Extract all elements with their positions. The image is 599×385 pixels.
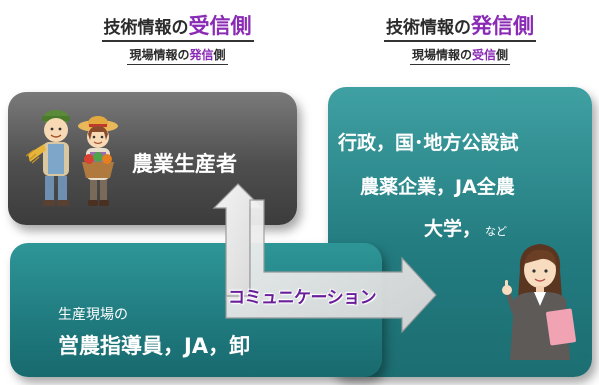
organization-line-2: 農薬企業，JA全農 xyxy=(360,176,515,198)
communication-label: コミュニケーション xyxy=(228,288,377,308)
organization-line-3-main: 大学， xyxy=(424,218,482,240)
left-header-subtitle: 現場情報の発信側 xyxy=(127,46,228,65)
right-header-title-emphasis: 発信側 xyxy=(471,14,534,38)
left-header-title: 技術情報の受信側 xyxy=(101,14,254,42)
businesswoman-illustration xyxy=(502,244,576,360)
right-header-title-prefix: 技術情報の xyxy=(386,18,471,38)
field-staff-subtitle: 生産現場の xyxy=(58,307,128,323)
farmer-label: 農業生産者 xyxy=(132,152,237,176)
arrow-to-organization xyxy=(225,199,437,334)
left-header-title-emphasis: 受信側 xyxy=(188,14,252,38)
right-header-subtitle-suffix: 側 xyxy=(496,48,509,62)
right-header-subtitle-prefix: 現場情報の xyxy=(411,48,472,62)
left-header-subtitle-prefix: 現場情報の xyxy=(129,48,190,62)
left-header-subtitle-suffix: 側 xyxy=(213,48,226,62)
organization-line-3: 大学，など xyxy=(424,214,507,241)
organization-line-1: 行政，国･地方公設試 xyxy=(338,132,519,154)
right-header-title: 技術情報の発信側 xyxy=(384,14,536,42)
left-header-subtitle-emphasis: 発信 xyxy=(189,48,214,62)
right-header: 技術情報の発信側 現場情報の受信側 xyxy=(360,14,560,65)
right-header-subtitle: 現場情報の受信側 xyxy=(409,46,511,65)
organization-line-3-suffix: など xyxy=(485,225,508,238)
farmers-illustration xyxy=(26,110,118,206)
right-header-subtitle-emphasis: 受信 xyxy=(471,48,496,62)
left-header-title-prefix: 技術情報の xyxy=(103,18,189,38)
left-header: 技術情報の受信側 現場情報の発信側 xyxy=(85,14,270,65)
field-staff-title: 営農指導員，JA，卸 xyxy=(58,334,251,358)
